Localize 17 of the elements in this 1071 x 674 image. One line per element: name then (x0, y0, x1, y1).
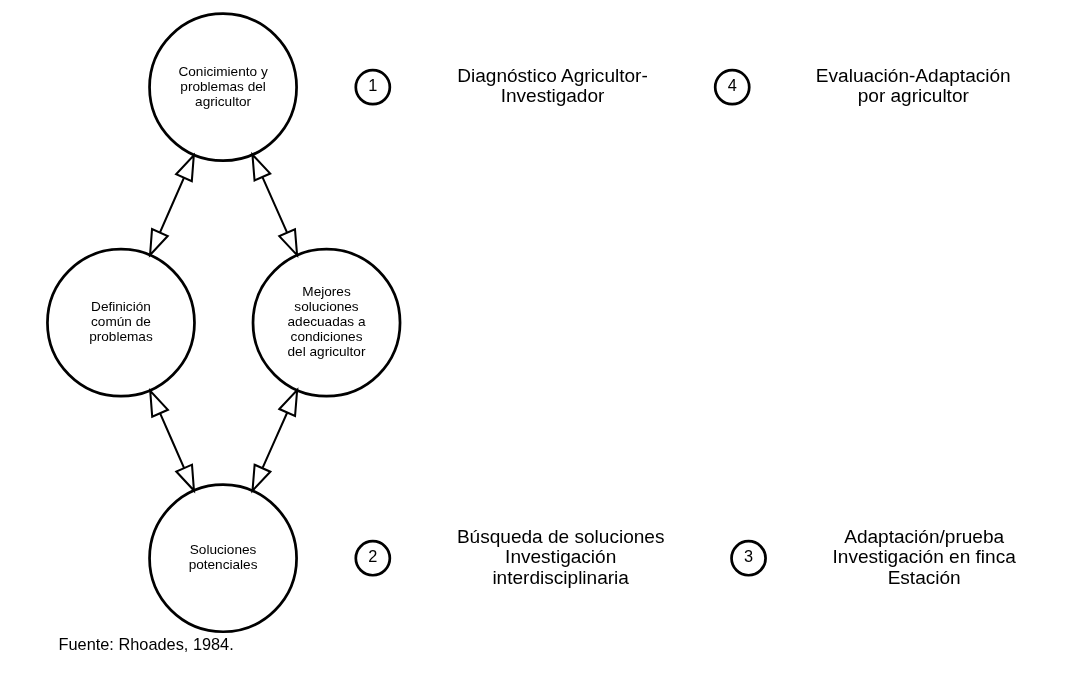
node-circle: 2 (354, 539, 392, 577)
node-circle: Soluciones potenciales (148, 483, 298, 634)
node-circle: 4 (713, 68, 751, 106)
arrow (251, 151, 299, 258)
node-circle: 3 (730, 539, 767, 577)
caption: Fuente: Rhoades, 1984. (58, 635, 234, 654)
node-circle: Mejores soluciones adecuadas a condiciones del agricultor (251, 247, 402, 398)
node-label: Adaptación/prueba Investigación en finca Estación (832, 525, 1016, 588)
arrow (149, 387, 196, 494)
node-circle: 1 (354, 68, 392, 106)
node-label: Evaluación-Adaptación por agricultor (815, 65, 1011, 107)
arrow (251, 387, 299, 494)
node-circle: Definición común de problemas (46, 247, 196, 398)
node-label: Diagnóstico Agricultor-Investigador (457, 65, 648, 107)
node-label: Búsqueda de soluciones Investigación interdisciplinaria (456, 525, 665, 588)
arrow (148, 152, 196, 258)
node-circle: Conicimiento y problemas del agricultor (148, 12, 298, 163)
